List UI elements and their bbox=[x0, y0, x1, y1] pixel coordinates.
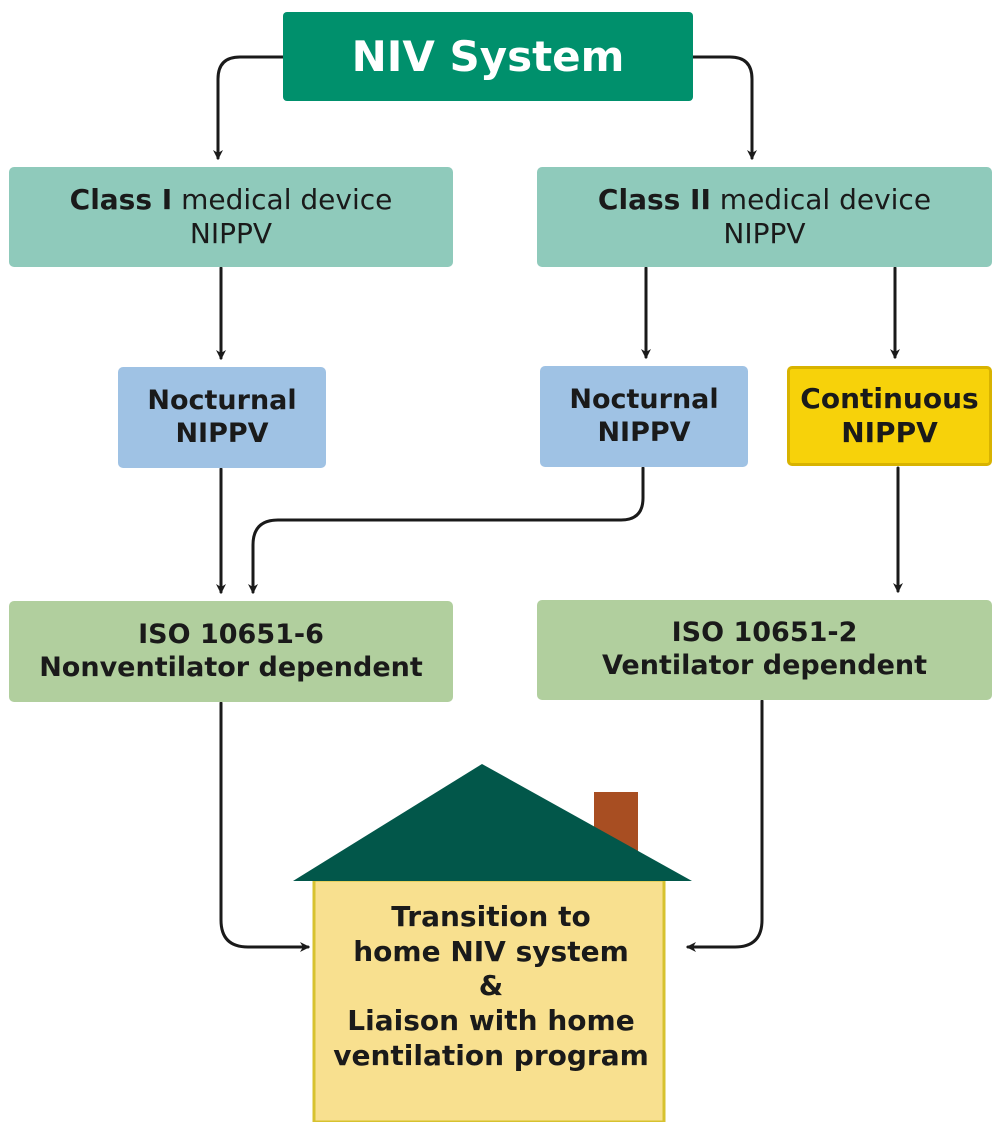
nocturnal-right-box: Nocturnal NIPPV bbox=[540, 366, 748, 467]
class-one-sub: NIPPV bbox=[189, 217, 273, 250]
continuous-line2: NIPPV bbox=[841, 416, 938, 449]
arrow-iso6-to-home bbox=[219, 701, 310, 952]
arrow-nocturnal-right-to-iso6 bbox=[248, 466, 645, 594]
title-box: NIV System bbox=[283, 12, 693, 101]
home-line: home NIV system bbox=[353, 934, 629, 968]
iso-vent-line1: ISO 10651-2 bbox=[671, 617, 858, 649]
home-line: & bbox=[478, 969, 504, 1003]
iso-nonvent-line1: ISO 10651-6 bbox=[138, 618, 324, 650]
house-roof bbox=[293, 764, 692, 881]
nocturnal-left-line2: NIPPV bbox=[175, 417, 269, 449]
class-one-box: Class I medical device NIPPV bbox=[9, 167, 453, 267]
class-two-rest: medical device bbox=[710, 182, 932, 216]
class-one-rest: medical device bbox=[172, 182, 393, 216]
nocturnal-left-box: Nocturnal NIPPV bbox=[118, 367, 326, 468]
iso-nonvent-line2: Nonventilator dependent bbox=[39, 651, 423, 683]
iso-vent-line2: Ventilator dependent bbox=[601, 650, 928, 681]
arrow-title-to-class1 bbox=[213, 55, 285, 160]
continuous-line1: Continuous bbox=[800, 381, 979, 415]
class-two-sub: NIPPV bbox=[723, 217, 806, 250]
nocturnal-left-line1: Nocturnal bbox=[147, 384, 297, 416]
class-two-box: Class II medical device NIPPV bbox=[537, 167, 992, 267]
nocturnal-right-line2: NIPPV bbox=[597, 416, 691, 448]
arrow-title-to-class2 bbox=[691, 55, 757, 160]
home-line: Liaison with home bbox=[347, 1004, 635, 1038]
title-text: NIV System bbox=[351, 31, 625, 81]
house-wall bbox=[312, 878, 666, 1122]
home-transition-text: Transition to home NIV system & Liaison … bbox=[318, 900, 664, 1074]
nocturnal-right-line1: Nocturnal bbox=[569, 383, 719, 415]
class-one-bold: Class I bbox=[69, 182, 173, 216]
home-line: ventilation program bbox=[333, 1038, 649, 1072]
arrow-iso2-to-home bbox=[686, 699, 764, 952]
home-line: Transition to bbox=[391, 900, 591, 933]
iso-ventilator-box: ISO 10651-2 Ventilator dependent bbox=[537, 600, 992, 700]
class-two-bold: Class II bbox=[597, 182, 711, 216]
iso-nonventilator-box: ISO 10651-6 Nonventilator dependent bbox=[9, 601, 453, 702]
continuous-box: Continuous NIPPV bbox=[787, 366, 992, 466]
